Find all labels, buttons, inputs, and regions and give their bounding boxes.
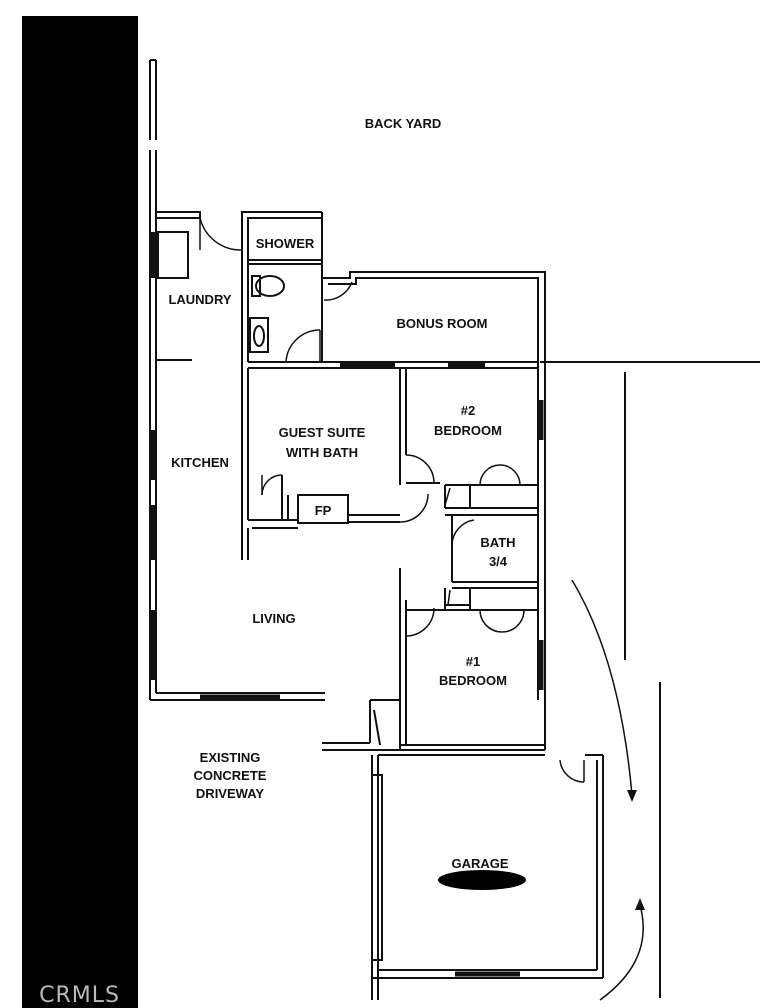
label-laundry: LAUNDRY: [168, 292, 231, 307]
label-garage: GARAGE: [451, 856, 508, 871]
shower-bath-block: [241, 211, 323, 560]
site-lines: [571, 372, 661, 1001]
label-bedroom1-name: BEDROOM: [439, 673, 507, 688]
label-kitchen: KITCHEN: [171, 455, 229, 470]
label-bath-1: BATH: [480, 535, 515, 550]
label-bath-2: 3/4: [489, 554, 508, 569]
laundry-room: [156, 211, 243, 361]
label-shower: SHOWER: [256, 236, 315, 251]
label-bonus-room: BONUS ROOM: [397, 316, 488, 331]
label-driveway-2: CONCRETE: [194, 768, 267, 783]
label-guest-suite-1: GUEST SUITE: [279, 425, 366, 440]
redacted-blob: [438, 870, 526, 890]
bonus-room: [322, 271, 546, 362]
watermark: CRMLS: [39, 983, 120, 1008]
label-bedroom2-num: #2: [461, 403, 475, 418]
label-living: LIVING: [252, 611, 295, 626]
room-labels: BACK YARD SHOWER LAUNDRY BONUS ROOM GUES…: [168, 116, 515, 871]
label-driveway-3: DRIVEWAY: [196, 786, 264, 801]
label-guest-suite-2: WITH BATH: [286, 445, 358, 460]
left-black-band: [22, 16, 138, 1008]
garage: [371, 754, 604, 1000]
label-bedroom2-name: BEDROOM: [434, 423, 502, 438]
label-bedroom1-num: #1: [466, 654, 480, 669]
interior-walls: [247, 361, 760, 751]
label-fp: FP: [315, 503, 332, 518]
label-driveway-1: EXISTING: [200, 750, 261, 765]
exterior-walls: [149, 59, 401, 751]
label-back-yard: BACK YARD: [365, 116, 442, 131]
